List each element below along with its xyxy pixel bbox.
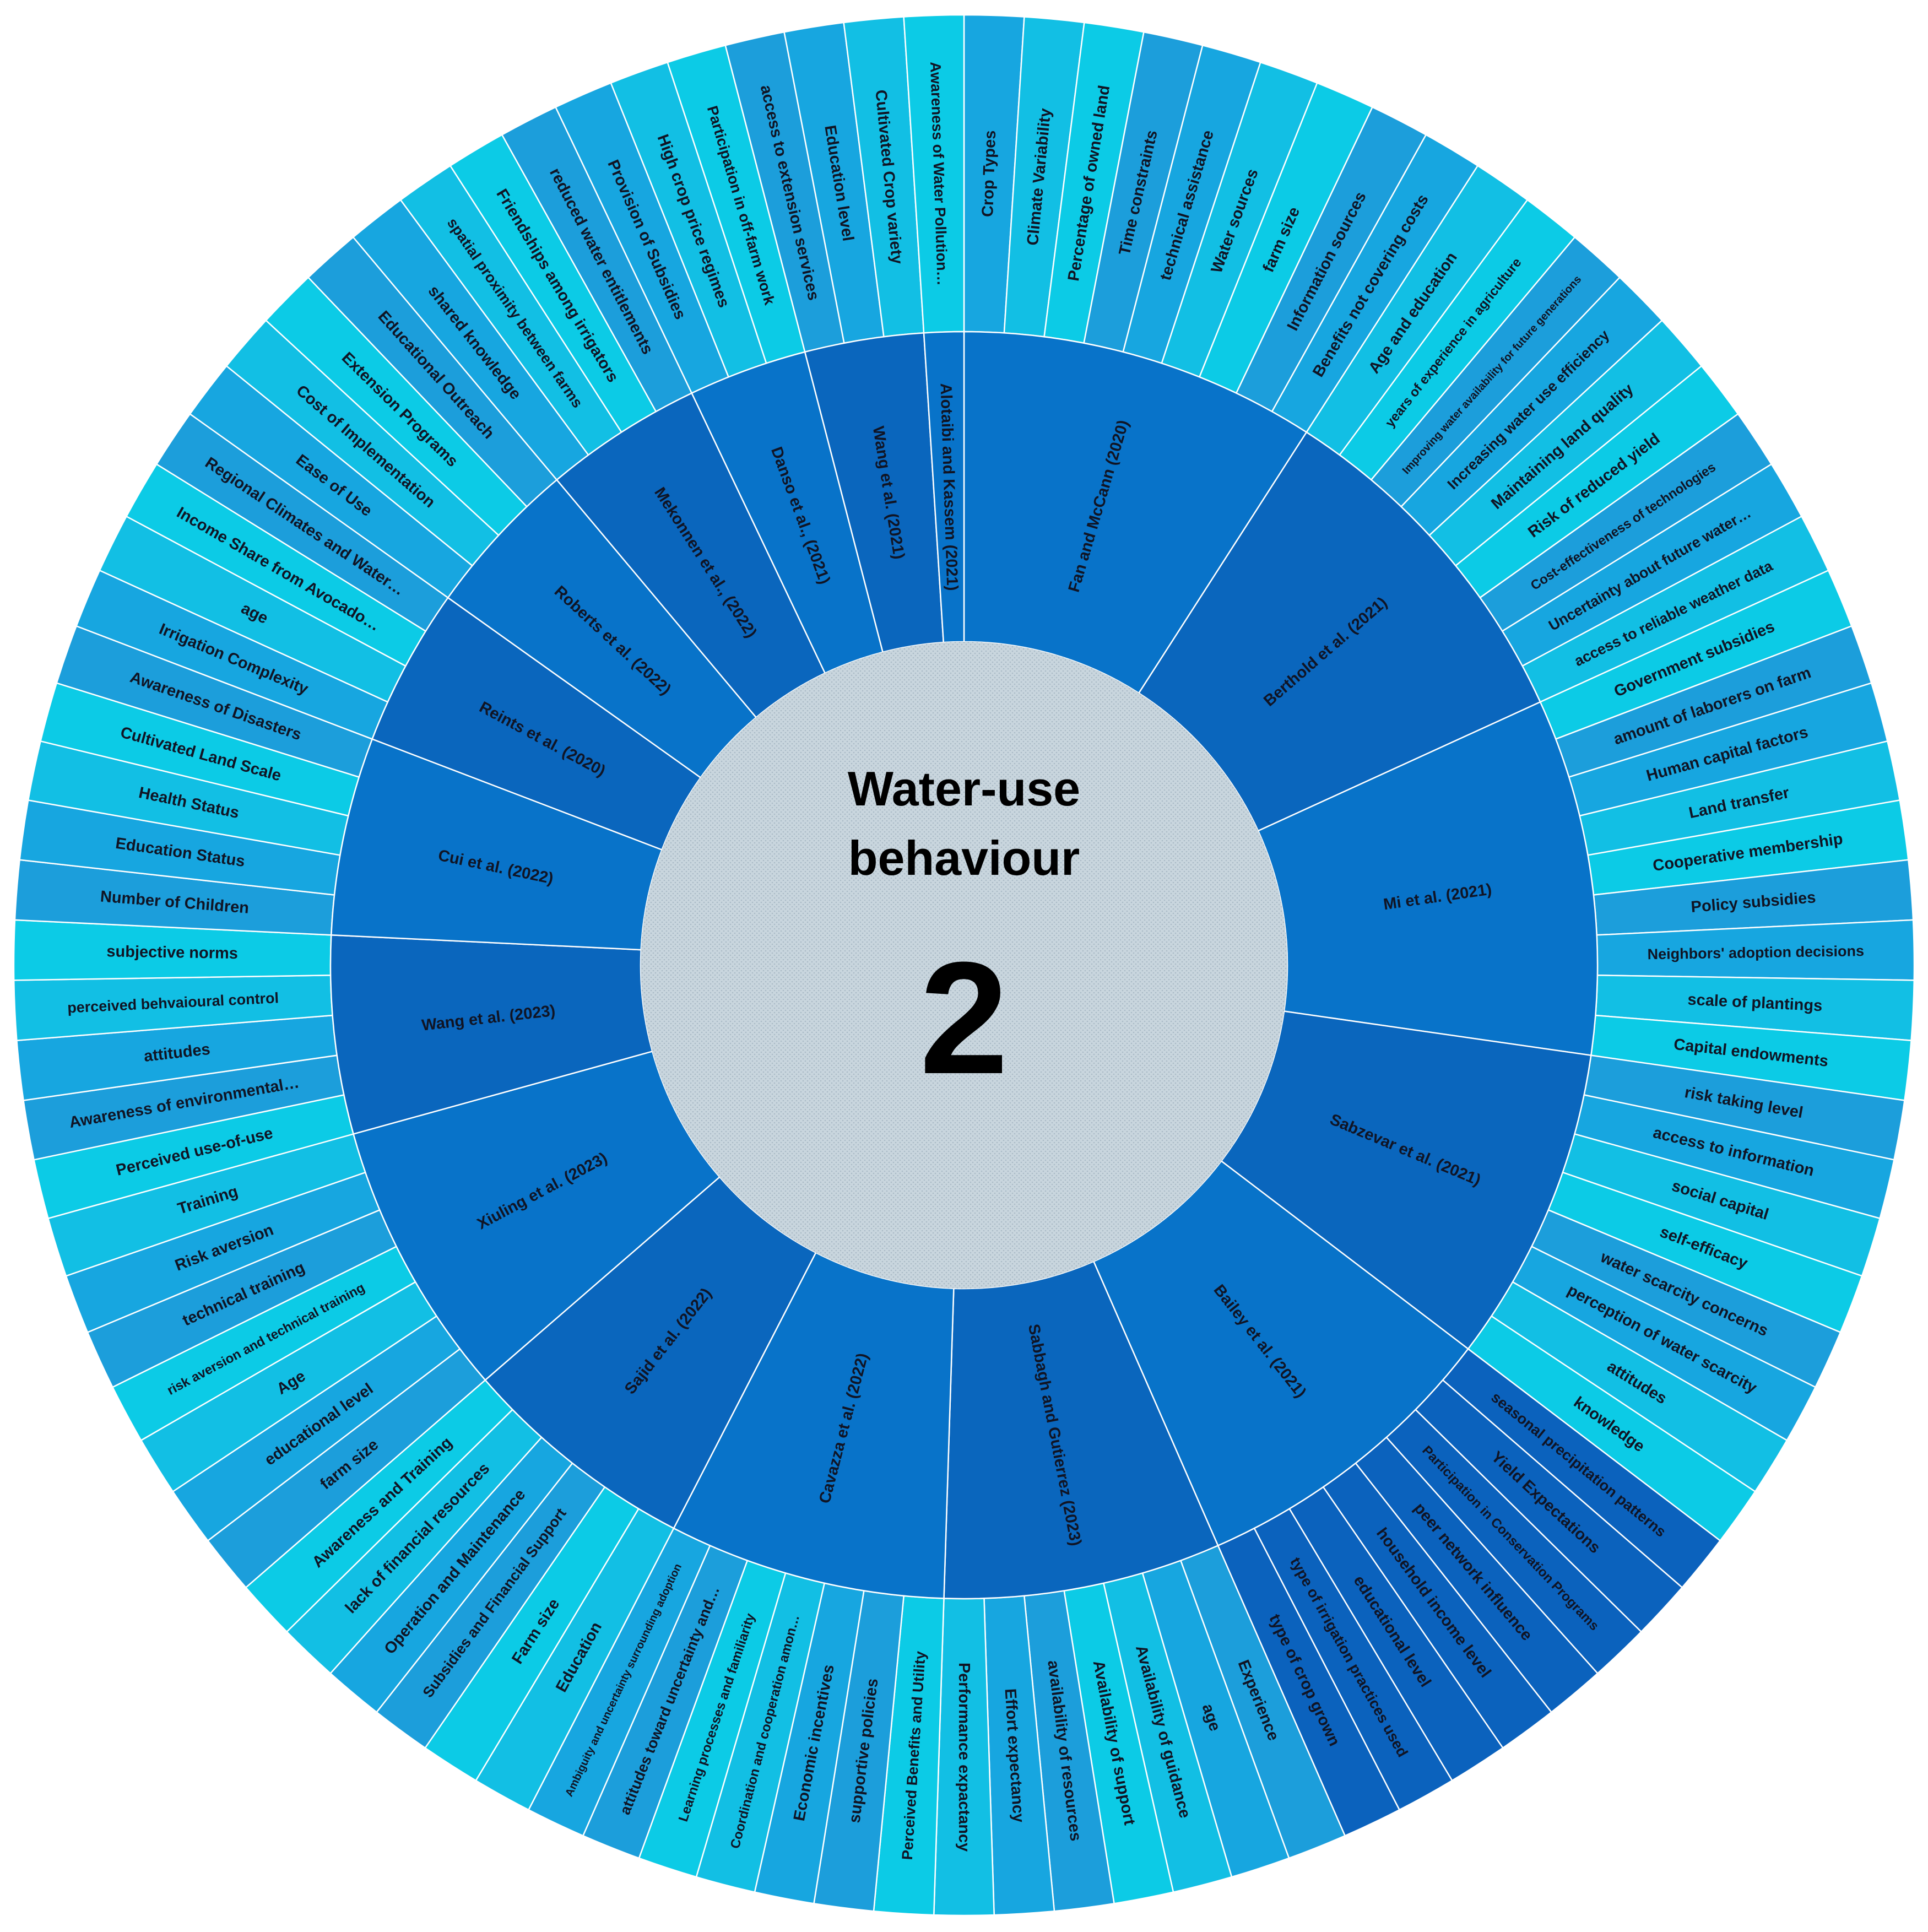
factor-label-subjective-norms: subjective norms: [106, 943, 238, 962]
center-title-line1: Water-use: [848, 761, 1080, 816]
study-segment-sabzevar-et-al-2021: [1220, 1010, 1592, 1350]
inner-ring: Fan and McCann (2020)Berthold et al. (20…: [329, 331, 1599, 1600]
center-title-line2: behaviour: [848, 831, 1080, 885]
center-disc: [641, 642, 1287, 1289]
factor-label-crop-types: Crop Types: [979, 130, 999, 217]
factor-label-neighbors-adoption-decisions: Neighbors' adoption decisions: [1647, 943, 1864, 962]
factor-label-performance-expactancy: Performance expactancy: [955, 1663, 973, 1852]
center-number: 2: [919, 929, 1008, 1107]
center-circle: Water-use behaviour 2: [641, 642, 1287, 1289]
